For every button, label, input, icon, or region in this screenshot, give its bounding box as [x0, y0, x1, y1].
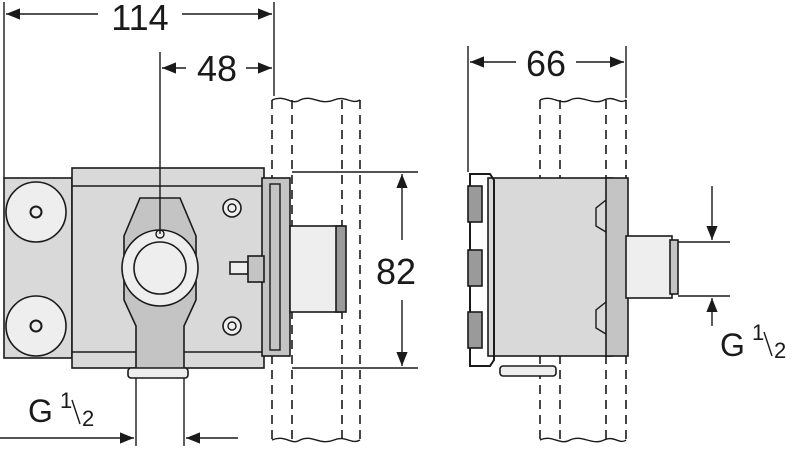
side-clip — [467, 173, 557, 377]
front-flange — [261, 177, 291, 357]
side-view: 66 G 1 2 — [467, 43, 786, 443]
outlet-elbow — [121, 197, 199, 379]
dimension-depth: 66 — [467, 43, 627, 172]
thread-right-main: G — [720, 327, 745, 363]
thread-right-num: 1 — [752, 320, 764, 345]
thread-label-bottom: G 1 2 — [0, 378, 238, 446]
dimension-height: 82 — [292, 171, 418, 369]
dim-114-label: 114 — [111, 0, 168, 38]
screw-bottom — [222, 316, 242, 336]
thread-label-right: G 1 2 — [678, 186, 786, 363]
screw-top — [222, 198, 242, 218]
left-mounting-bracket — [3, 177, 73, 359]
dim-82-label: 82 — [376, 251, 416, 292]
thread-bottom-num: 1 — [60, 388, 72, 413]
thread-bottom-den: 2 — [82, 406, 94, 431]
dimension-overall-width: 114 — [3, 0, 275, 178]
thread-bottom-main: G — [28, 393, 53, 429]
dimension-outlet-offset: 48 — [159, 48, 272, 234]
dim-66-label: 66 — [526, 43, 566, 84]
front-view: 114 48 G 1 2 82 — [0, 0, 418, 446]
valve-stem — [229, 255, 265, 283]
side-spigot — [625, 235, 679, 299]
thread-right-den: 2 — [774, 338, 786, 363]
side-housing — [487, 177, 613, 357]
front-spigot — [289, 225, 347, 313]
dim-48-label: 48 — [197, 48, 237, 89]
